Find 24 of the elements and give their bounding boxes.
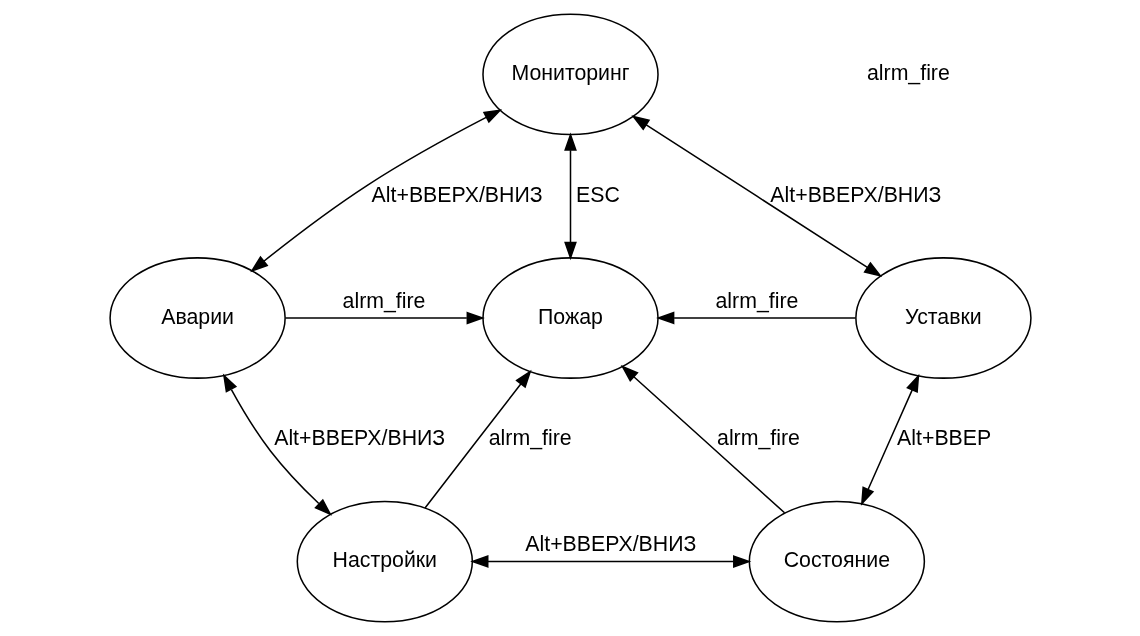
node-ellipse: Состояние (748, 500, 925, 623)
arrow (284, 311, 485, 325)
edge-label: Alt+ВВЕРХ/ВНИЗ (524, 532, 696, 557)
edge-label: alrm_fire (715, 288, 798, 313)
arrow (423, 369, 532, 509)
arrow (655, 311, 856, 325)
edge-label: Alt+ВВЕРХ/ВНИЗ (371, 182, 543, 207)
arrow (563, 132, 577, 261)
arrow (620, 364, 785, 514)
node-ellipse: Пожар (481, 257, 659, 379)
arrow (249, 109, 502, 273)
arrow (222, 373, 332, 516)
edge-label: alrm_fire (342, 288, 425, 313)
edge-label: Alt+ВВЕРХ/ВНИЗ (769, 182, 941, 207)
edge-label: Alt+ВВЕР (896, 426, 991, 451)
edge-label: alrm_fire (488, 426, 572, 451)
edge-label: Alt+ВВЕРХ/ВНИЗ (273, 426, 445, 451)
edge-label: alrm_fire (716, 426, 800, 451)
arrow (469, 555, 751, 568)
node-ellipse: Уставки (854, 257, 1032, 379)
label: alrm_fire (866, 61, 950, 86)
arrow (630, 115, 882, 278)
edge-label: ESC (575, 182, 620, 207)
arrow (860, 373, 919, 506)
